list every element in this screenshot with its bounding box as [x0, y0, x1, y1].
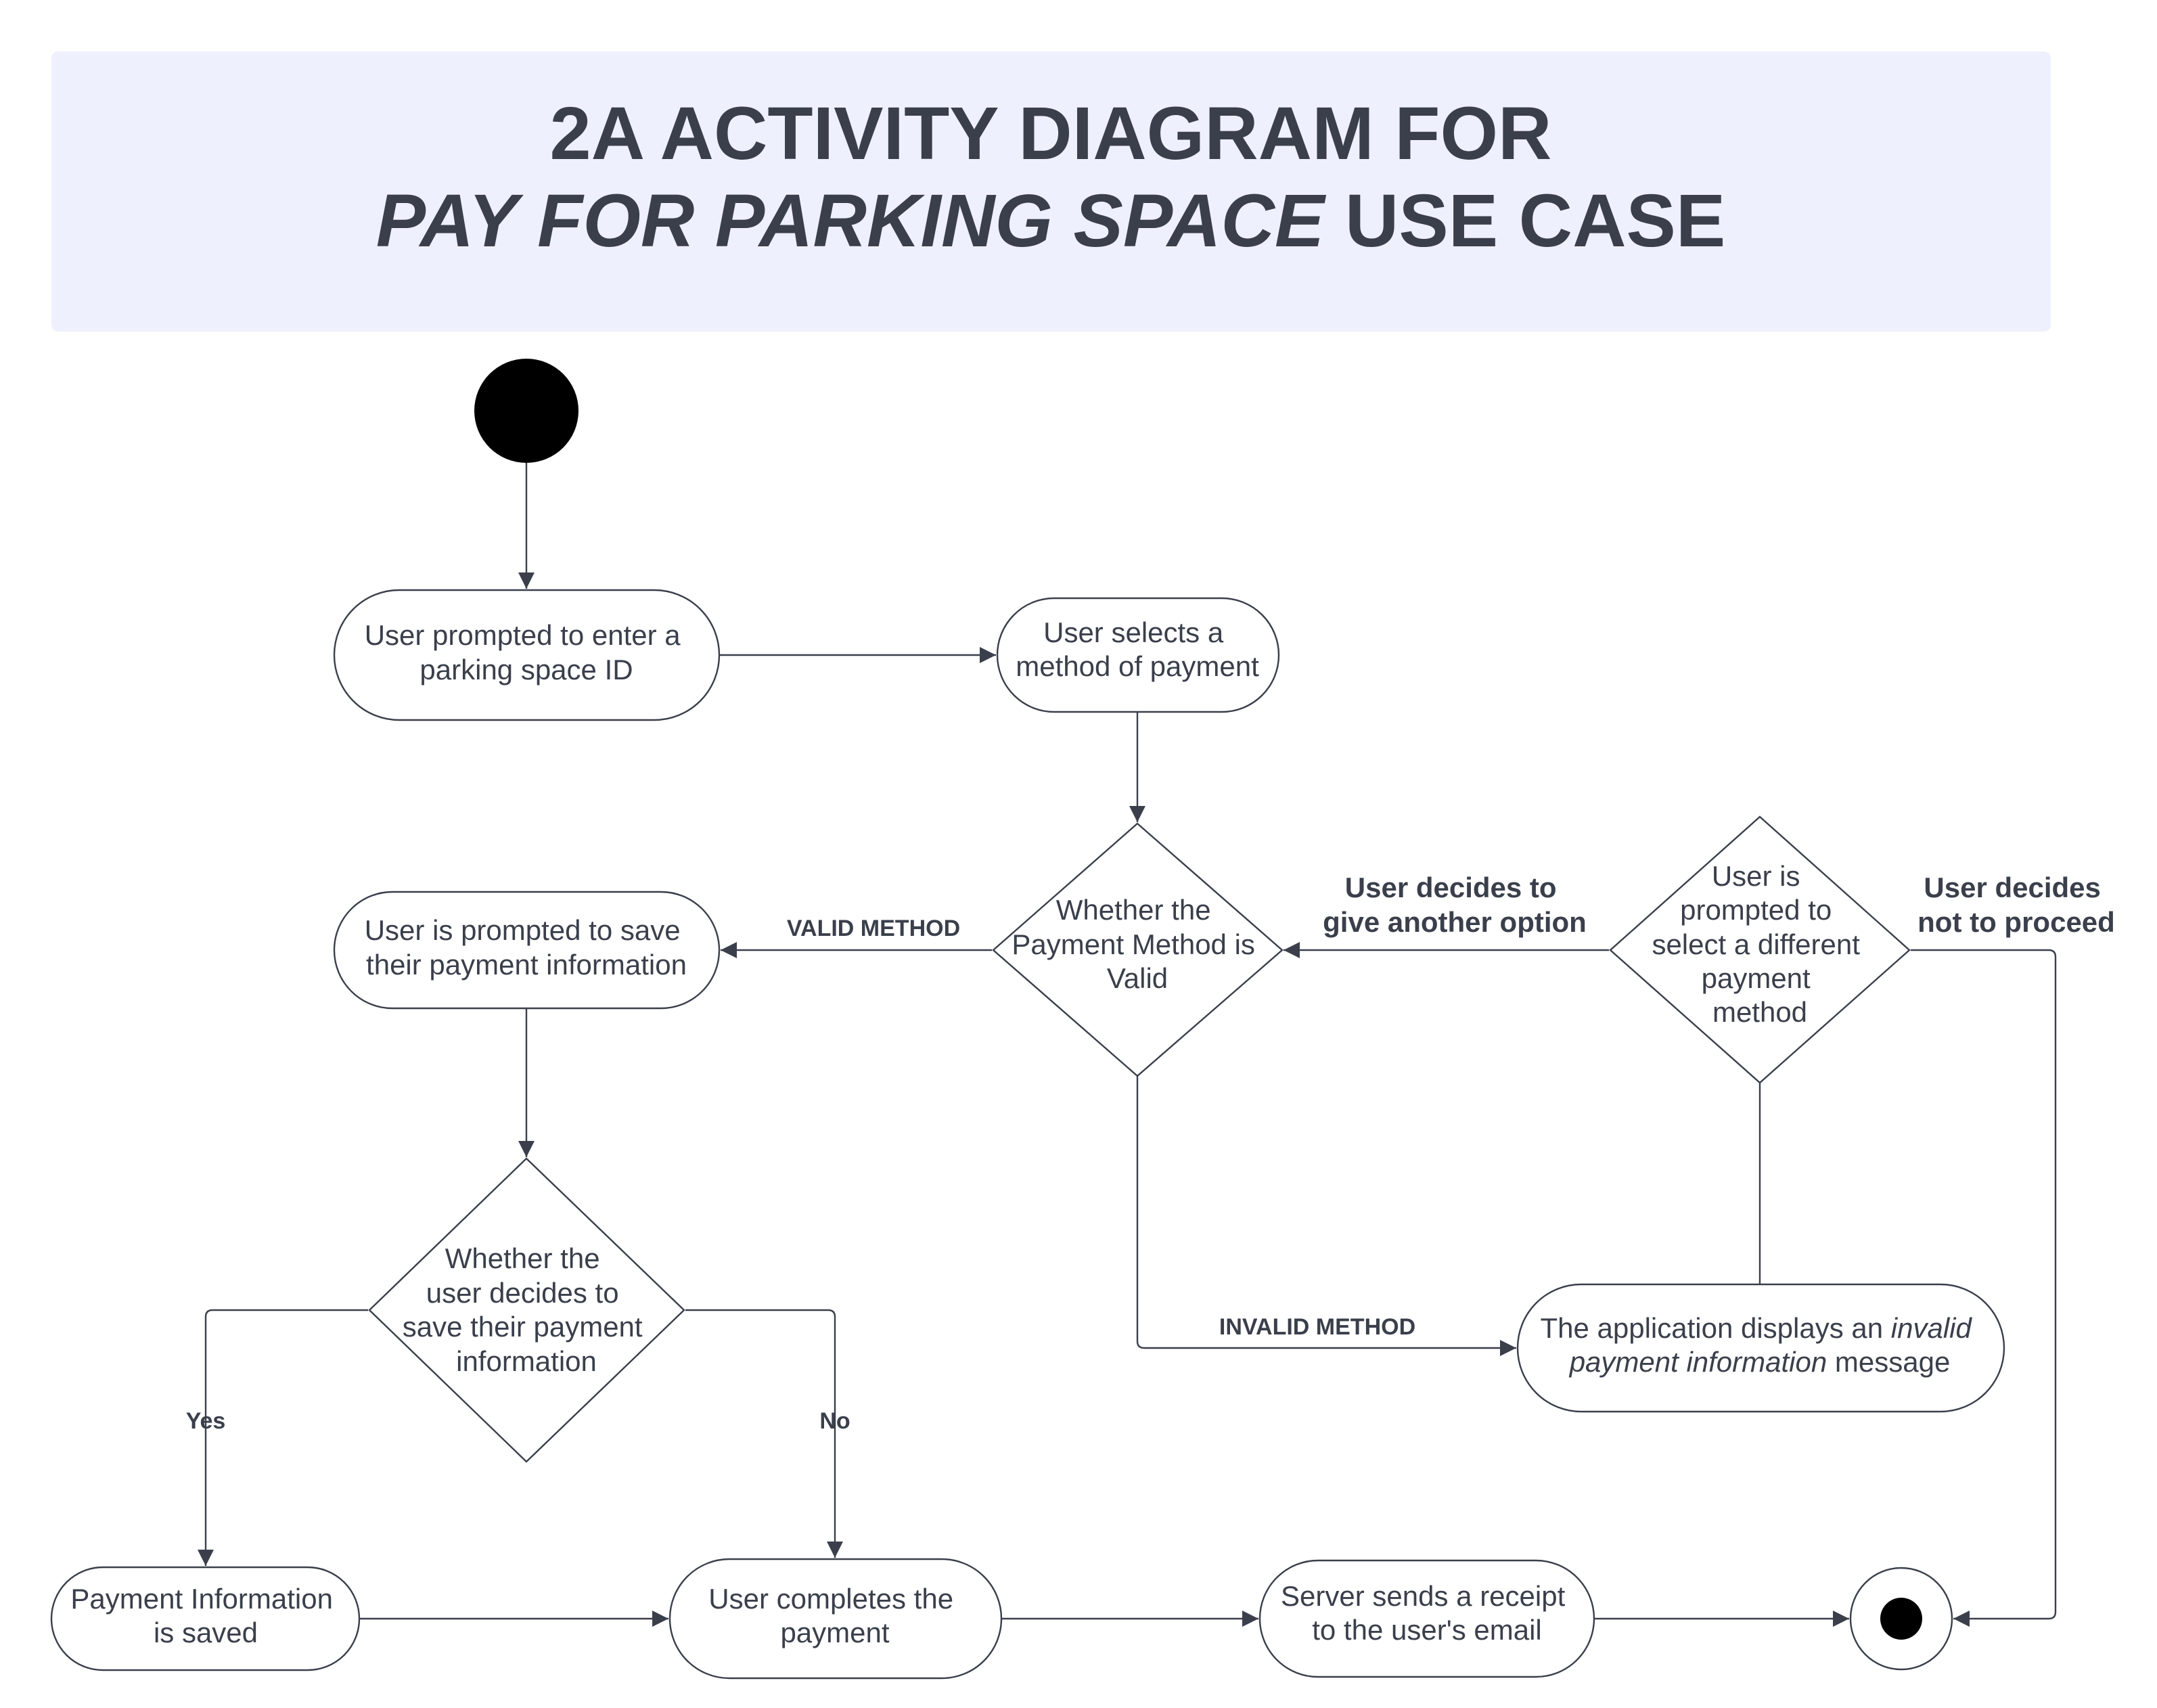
label-invalid-method: INVALID METHOD — [1219, 1314, 1415, 1340]
edge-not-to-proceed — [1911, 949, 2057, 1627]
svg-text:User completes the payme: User completes the payment — [708, 1583, 961, 1648]
decision-save-payment-info: Whether the user decides to save their p… — [368, 1157, 685, 1463]
edge-yes — [198, 1309, 368, 1566]
svg-text:User is prompted to save: User is prompted to save their payment i… — [365, 914, 689, 981]
label-not-to-proceed: User decides not to proceed — [1917, 872, 2115, 938]
edge-invalid-method — [1136, 1076, 1516, 1356]
label-yes: Yes — [186, 1408, 226, 1434]
label-give-another-option: User decides to give another option — [1323, 872, 1587, 938]
start-node — [474, 359, 578, 463]
activity-select-payment-method: User selects a method of payment — [996, 597, 1280, 713]
activity-prompt-save-info: User is prompted to save their payment i… — [333, 891, 721, 1010]
svg-text:Whether the Payment Meth: Whether the Payment Method is Valid — [1012, 894, 1263, 994]
edge-no — [685, 1309, 843, 1558]
activity-info-saved: Payment Information is saved — [50, 1566, 361, 1671]
activity-send-receipt: Server sends a receipt to the user's ema… — [1258, 1559, 1595, 1678]
activity-complete-payment: User completes the payment — [668, 1558, 1003, 1680]
svg-text:User prompted to enter a: User prompted to enter a parking space I… — [365, 619, 689, 686]
svg-text:User is prompted to: User is prompted to select a different p… — [1652, 860, 1867, 1028]
decision-payment-method-valid: Whether the Payment Method is Valid — [992, 822, 1284, 1077]
title-line-2-rest: USE CASE — [1324, 179, 1725, 263]
svg-text:Server sends a receipt t: Server sends a receipt to the user's ema… — [1281, 1580, 1573, 1646]
svg-text:User selects a method of: User selects a method of payment — [1016, 616, 1259, 682]
title-line-2-italic: PAY FOR PARKING SPACE — [376, 179, 1327, 263]
activity-invalid-message: The application displays an invalid paym… — [1516, 1283, 2005, 1413]
decision-select-different-method: User is prompted to select a different p… — [1609, 815, 1911, 1084]
title-line-1: 2A ACTIVITY DIAGRAM FOR — [550, 92, 1552, 175]
activity-enter-parking-id: User prompted to enter a parking space I… — [333, 589, 721, 721]
end-node — [1849, 1567, 1953, 1671]
edges — [198, 463, 2057, 1627]
title-line-2: PAY FOR PARKING SPACE USE CASE — [376, 179, 1726, 263]
svg-text:Payment Information is s: Payment Information is saved — [70, 1583, 340, 1648]
label-valid-method: VALID METHOD — [787, 916, 960, 941]
title-banner: 2A ACTIVITY DIAGRAM FOR PAY FOR PARKING … — [51, 51, 2051, 332]
edge-labels: VALID METHOD INVALID METHOD User decides… — [186, 872, 2115, 1434]
svg-text:The application displays an in: The application displays an invalid paym… — [1540, 1312, 1979, 1378]
svg-text:Whether the user decides: Whether the user decides to save their p… — [403, 1242, 651, 1377]
label-no: No — [819, 1408, 850, 1434]
title-background — [51, 51, 2051, 332]
